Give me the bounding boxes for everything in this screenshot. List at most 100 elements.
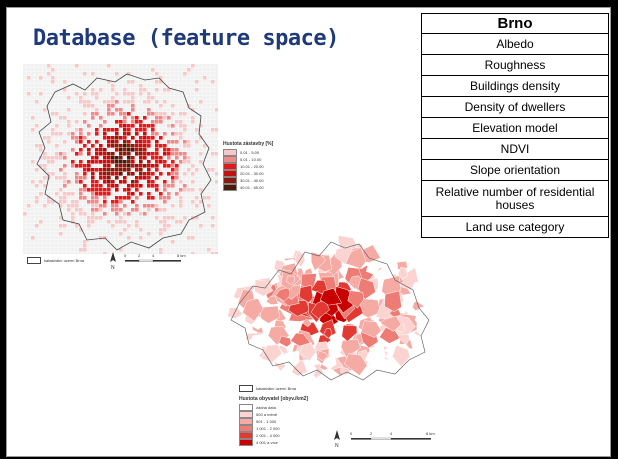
grid-cell — [99, 148, 103, 152]
grid-cell — [59, 184, 63, 188]
grid-cell — [147, 116, 151, 120]
grid-cell — [187, 244, 191, 248]
grid-cell — [75, 160, 79, 164]
grid-cell — [195, 236, 199, 240]
grid-cell — [79, 76, 83, 80]
grid-cell — [123, 212, 127, 216]
grid-cell — [131, 180, 135, 184]
grid-cell — [43, 108, 47, 112]
grid-cell — [131, 120, 135, 124]
grid-cell — [111, 92, 115, 96]
grid-cell — [131, 128, 135, 132]
grid-cell — [71, 144, 75, 148]
grid-cell — [71, 224, 75, 228]
grid-cell — [103, 172, 107, 176]
grid-cell — [91, 104, 95, 108]
grid-cell — [55, 236, 59, 240]
boundary-key-swatch — [27, 257, 41, 264]
legend-swatch — [239, 418, 253, 425]
grid-cell — [159, 124, 163, 128]
grid-cell — [95, 216, 99, 220]
grid-cell — [167, 120, 171, 124]
grid-cell — [39, 112, 43, 116]
grid-cell — [27, 196, 31, 200]
grid-cell — [183, 100, 187, 104]
grid-cell — [99, 68, 103, 72]
grid-cell — [139, 216, 143, 220]
grid-cell — [119, 212, 123, 216]
grid-cell — [91, 172, 95, 176]
grid-cell — [151, 164, 155, 168]
grid-cell — [23, 128, 27, 132]
grid-cell — [143, 72, 147, 76]
grid-cell — [91, 84, 95, 88]
grid-cell — [135, 120, 139, 124]
grid-cell — [203, 248, 207, 252]
grid-cell — [111, 192, 115, 196]
grid-cell — [51, 252, 55, 254]
grid-cell — [143, 132, 147, 136]
grid-cell — [139, 208, 143, 212]
district-polygon — [384, 264, 398, 277]
grid-cell — [131, 168, 135, 172]
grid-cell — [63, 192, 67, 196]
grid-cell — [183, 84, 187, 88]
grid-cell — [83, 124, 87, 128]
grid-cell — [107, 64, 111, 68]
grid-cell — [95, 124, 99, 128]
grid-cell — [171, 252, 175, 254]
legend-label: 2 001 - 4 000 — [256, 433, 280, 438]
feature-row-density-of-dwellers: Density of dwellers — [421, 96, 609, 118]
grid-cell — [207, 136, 211, 140]
grid-cell — [111, 176, 115, 180]
grid-cell — [215, 208, 218, 212]
grid-cell — [175, 184, 179, 188]
grid-cell — [87, 160, 91, 164]
grid-cell — [27, 144, 31, 148]
grid-cell — [67, 124, 71, 128]
grid-cell — [207, 156, 211, 160]
grid-cell — [155, 84, 159, 88]
district-polygon — [410, 281, 426, 296]
grid-cell — [99, 184, 103, 188]
grid-cell — [123, 116, 127, 120]
grid-cell — [103, 176, 107, 180]
grid-cell — [187, 136, 191, 140]
grid-cell — [131, 216, 135, 220]
grid-cell — [75, 208, 79, 212]
grid-cell — [187, 144, 191, 148]
grid-cell — [163, 132, 167, 136]
grid-cell — [167, 220, 171, 224]
grid-cell — [175, 96, 179, 100]
grid-cell — [155, 192, 159, 196]
grid-cell — [215, 88, 218, 92]
grid-cell — [63, 84, 67, 88]
grid-cell — [183, 92, 187, 96]
district-polygon — [299, 342, 317, 362]
grid-cell — [131, 100, 135, 104]
grid-cell — [67, 168, 71, 172]
grid-cell — [35, 152, 39, 156]
grid-cell — [151, 160, 155, 164]
grid-cell — [155, 184, 159, 188]
grid-cell — [211, 216, 215, 220]
scale-bar-2: N 0 2 4 8 km — [334, 430, 435, 449]
grid-cell — [47, 200, 51, 204]
grid-cell — [183, 68, 187, 72]
grid-cell — [207, 240, 211, 244]
grid-cell — [71, 80, 75, 84]
grid-cell — [43, 216, 47, 220]
grid-cell — [99, 116, 103, 120]
grid-cell — [83, 136, 87, 140]
grid-cell — [187, 180, 191, 184]
grid-cell — [183, 172, 187, 176]
grid-cell — [43, 140, 47, 144]
grid-cell — [179, 184, 183, 188]
grid-cell — [111, 212, 115, 216]
grid-cell — [31, 112, 35, 116]
grid-cell — [99, 236, 103, 240]
grid-cell — [191, 68, 195, 72]
grid-cell — [187, 192, 191, 196]
grid-cell — [79, 248, 83, 252]
grid-cell — [183, 124, 187, 128]
